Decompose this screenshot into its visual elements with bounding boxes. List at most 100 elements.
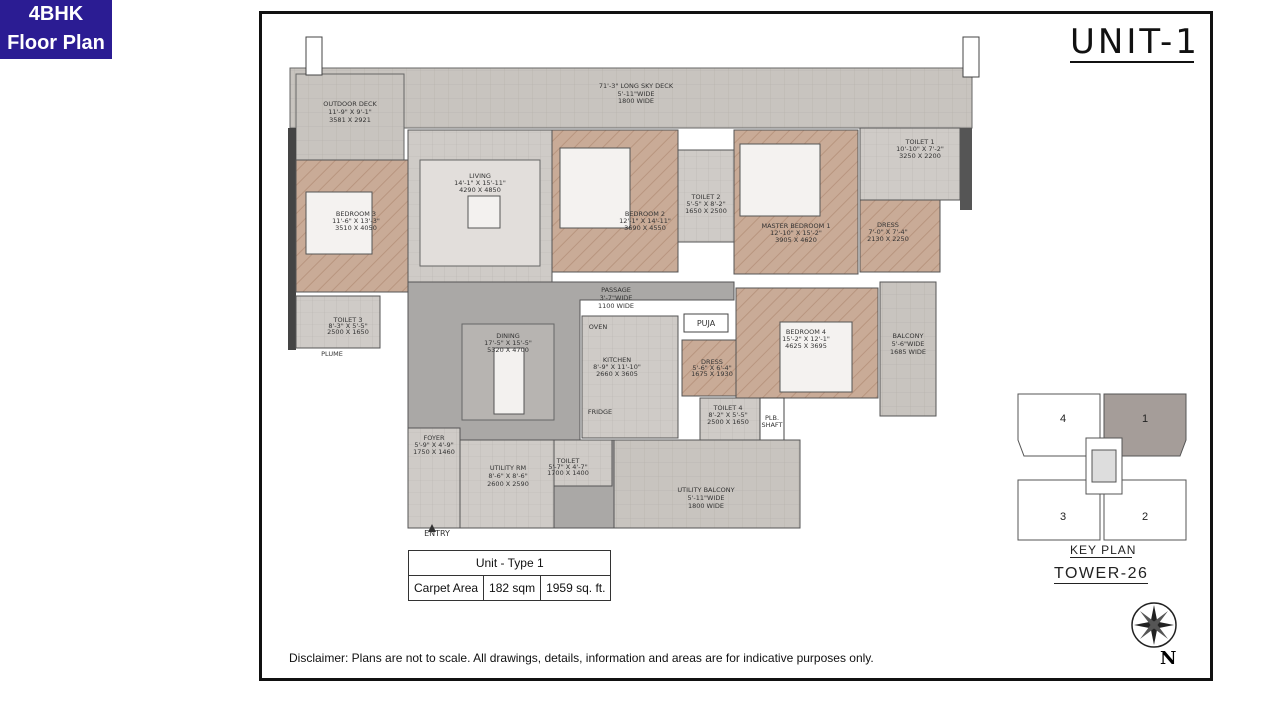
toilet-4-label: TOILET 4 (713, 404, 743, 412)
compass-icon (1131, 602, 1177, 648)
living-dim1: 14'-1" X 15'-11" (454, 179, 506, 187)
utility-room-label: UTILITY RM (490, 464, 526, 472)
kitchen-floor (581, 315, 679, 439)
north-label: N (1160, 648, 1177, 669)
floor-plan-drawing: 71'-3" LONG SKY DECK 5'-11"WIDE 1800 WID… (288, 36, 1187, 648)
key-plan-unit-2-label: 2 (1142, 511, 1148, 523)
dress-1-dim1: 7'-0" X 7'-4" (868, 228, 907, 236)
sky-deck-label: 71'-3" LONG SKY DECK (599, 82, 674, 90)
toilet-2-dim2: 1650 X 2500 (685, 207, 727, 215)
badge-line-1: 4BHK (28, 3, 84, 25)
living-table (467, 195, 501, 229)
utility-room-dim1: 8'-6" X 8'-6" (488, 472, 527, 480)
key-plan-underline (1070, 557, 1132, 558)
living-label: LIVING (469, 172, 491, 180)
utility-balcony-dim2: 1800 WIDE (688, 502, 724, 510)
toilet-4-dim1: 8'-2" X 5'-5" (708, 411, 747, 419)
toilet-1-label: TOILET 1 (905, 138, 935, 146)
toilet-3-dim1: 8'-3" X 5'-5" (328, 322, 367, 330)
oven-label: OVEN (589, 323, 608, 331)
carpet-area-label: Carpet Area (407, 575, 485, 601)
plb-shaft-label: PLB. (765, 414, 779, 422)
outdoor-deck-area (295, 73, 405, 161)
small-toilet-floor (553, 439, 613, 487)
bedroom-3-dim1: 11'-6" X 13'-3" (332, 217, 380, 225)
toilet-2-dim1: 5'-5" X 8'-2" (686, 200, 725, 208)
balcony-label: BALCONY (892, 332, 923, 340)
entry-label: ENTRY (424, 529, 450, 538)
passage-dim2: 1100 WIDE (598, 302, 634, 310)
puja-room (683, 313, 729, 333)
toilet-4-dim2: 2500 X 1650 (707, 418, 749, 426)
tower-label: TOWER-26 (1054, 565, 1149, 582)
foyer-floor (407, 427, 461, 529)
dress-2-dim2: 1675 X 1930 (691, 370, 733, 378)
outer-wall-left (288, 128, 296, 350)
dining-table (493, 347, 525, 415)
toilet-3-dim2: 2500 X 1650 (327, 328, 369, 336)
master-bed (739, 143, 821, 217)
plb-shaft-label-2: SHAFT (761, 421, 782, 429)
outdoor-deck-dim1: 11'-9" X 9'-1" (328, 108, 372, 116)
area-table-header: Unit - Type 1 (407, 550, 612, 576)
bedroom-3-dim2: 3510 X 4050 (335, 224, 377, 232)
balcony-dim2: 1685 WIDE (890, 348, 926, 356)
bedroom-4-bed (779, 321, 853, 393)
bedroom-2-dim1: 12'-1" X 14'-11" (619, 217, 671, 225)
outer-wall-right (960, 128, 972, 210)
foyer-label: FOYER (423, 434, 445, 442)
bedroom-2-dim2: 3690 X 4550 (624, 224, 666, 232)
key-plan-core-inner (1091, 449, 1117, 483)
badge-line-2: Floor Plan (7, 32, 105, 54)
toilet-2-label: TOILET 2 (691, 193, 721, 201)
dress-2-floor (681, 339, 737, 397)
kitchen-dim2: 2660 X 3605 (596, 370, 638, 378)
utility-balcony-label: UTILITY BALCONY (677, 486, 734, 494)
dress-2-label: DRESS (701, 358, 723, 366)
dining-label: DINING (496, 332, 520, 340)
carpet-area-table: Unit - Type 1 Carpet Area 182 sqm 1959 s… (407, 550, 612, 601)
utility-room-floor (459, 439, 555, 529)
bedroom-2-bed (559, 147, 631, 229)
key-plan-unit-1-label: 1 (1142, 413, 1148, 425)
master-bedroom-dim2: 3905 X 4620 (775, 236, 817, 244)
tower-underline (1054, 583, 1148, 584)
bedroom-3-bed (305, 191, 373, 255)
dress-1-dim2: 2130 X 2250 (867, 235, 909, 243)
dress-1-floor (859, 199, 941, 273)
outdoor-deck-label: OUTDOOR DECK (323, 100, 377, 108)
toilet-1-dim2: 3250 X 2200 (899, 152, 941, 160)
master-bedroom-label: MASTER BEDROOM 1 (762, 222, 831, 230)
small-toilet-dim2: 1700 X 1400 (547, 469, 589, 477)
foyer-dim2: 1750 X 1460 (413, 448, 455, 456)
bedroom-4-label: BEDROOM 4 (786, 328, 826, 336)
master-bedroom-dim1: 12'-10" X 15'-2" (770, 229, 822, 237)
passage-dim1: 3'-7"WIDE (600, 294, 633, 302)
toilet-3-label: TOILET 3 (333, 316, 363, 324)
left-fin (305, 36, 323, 76)
living-dim2: 4290 X 4850 (459, 186, 501, 194)
balcony-floor (879, 281, 937, 417)
bedroom-4-dim1: 15'-2" X 12'-1" (782, 335, 830, 343)
plume-label: PLUME (321, 350, 343, 358)
outdoor-deck-dim2: 3581 X 2921 (329, 116, 371, 124)
toilet-1-dim1: 10'-10" X 7'-2" (896, 145, 944, 153)
right-fin (962, 36, 980, 78)
utility-room-dim2: 2600 X 2590 (487, 480, 529, 488)
dining-dim2: 5320 X 4700 (487, 346, 529, 354)
bedroom-4-dim2: 4625 X 3695 (785, 342, 827, 350)
small-toilet-dim1: 5'-7" X 4'-7" (548, 463, 587, 471)
sky-deck-dim2: 1800 WIDE (618, 97, 654, 105)
dress-1-label: DRESS (877, 221, 899, 229)
passage-label: PASSAGE (601, 286, 631, 294)
fridge-label: FRIDGE (588, 408, 612, 416)
balcony-dim1: 5'-6"WIDE (892, 340, 925, 348)
bedroom-3-label: BEDROOM 3 (336, 210, 376, 218)
puja-label: PUJA (697, 319, 716, 328)
dress-2-dim1: 5'-6" X 6'-4" (692, 364, 731, 372)
toilet-4-floor (699, 397, 761, 445)
key-plan-unit-4 (1017, 393, 1101, 457)
disclaimer: Disclaimer: Plans are not to scale. All … (289, 651, 874, 665)
dining-dim1: 17'-5" X 15'-5" (484, 339, 532, 347)
floor-plan-badge: 4BHK Floor Plan (0, 0, 112, 59)
